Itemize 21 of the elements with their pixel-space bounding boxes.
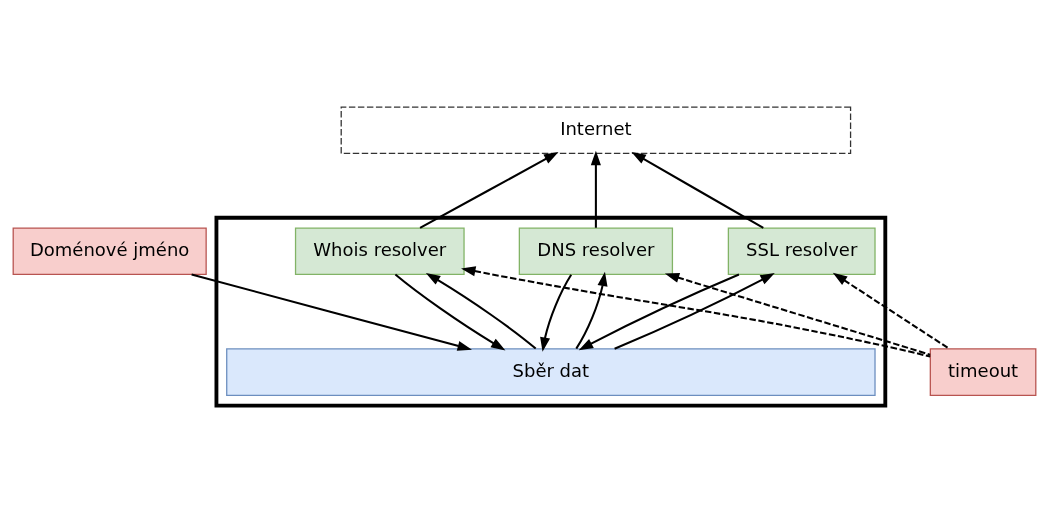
arrow bbox=[461, 265, 931, 358]
arrow bbox=[394, 273, 506, 350]
arrow bbox=[419, 151, 559, 229]
arrow bbox=[575, 271, 608, 349]
node-box: SSL resolver bbox=[727, 226, 876, 275]
arrow bbox=[578, 273, 740, 350]
node-box: Internet bbox=[340, 106, 852, 154]
arrow bbox=[614, 272, 775, 350]
cluster bbox=[214, 215, 888, 407]
node-box: Whois resolver bbox=[294, 226, 465, 275]
arrow bbox=[425, 272, 537, 349]
arrow bbox=[664, 272, 931, 356]
arrow bbox=[540, 273, 573, 352]
node-box: DNS resolver bbox=[518, 226, 674, 275]
arrow bbox=[631, 151, 764, 229]
node-box: Sběr dat bbox=[226, 347, 876, 396]
node-box: timeout bbox=[929, 347, 1037, 396]
arrow bbox=[590, 150, 601, 228]
node-box: Doménové jméno bbox=[12, 226, 207, 275]
arrow bbox=[832, 272, 950, 349]
arrow bbox=[191, 273, 472, 351]
